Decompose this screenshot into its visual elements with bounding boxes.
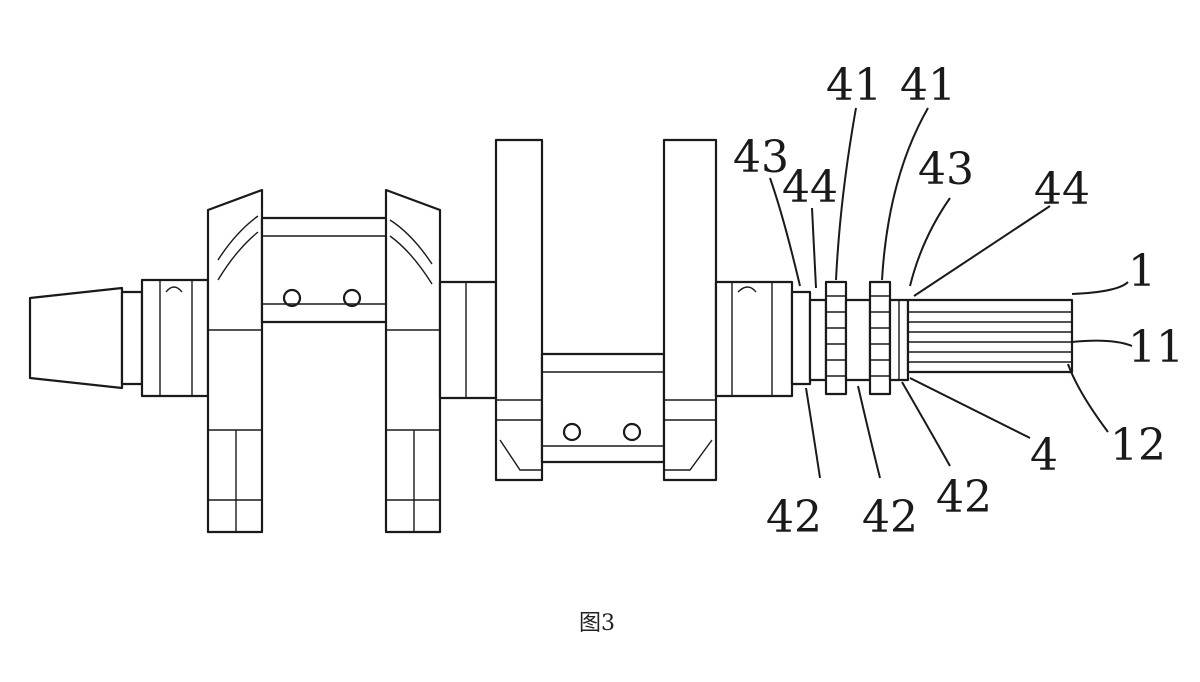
callout-42-left: 42 [766,492,822,543]
callout-41-left: 41 [826,60,882,111]
callout-12: 12 [1110,420,1166,471]
callout-42-middle: 42 [862,492,918,543]
callout-43-left: 43 [733,132,789,183]
crank-web-4 [662,138,718,482]
gear-41a [824,280,848,396]
callout-labels: 43 44 41 41 43 44 1 11 4 12 42 42 42 [733,60,1184,543]
figure-caption: 图3 [579,611,615,636]
oil-hole [562,422,582,442]
callout-41-right: 41 [900,60,956,111]
callout-1: 1 [1128,246,1156,297]
oil-hole [622,422,642,442]
oil-hole [282,288,302,308]
callout-44-left: 44 [782,162,838,213]
callout-44-right: 44 [1034,164,1090,215]
crank-pin-2 [540,352,666,464]
main-journal [438,280,498,400]
rear-journal [714,280,812,398]
callout-4: 4 [1030,430,1058,481]
crank-web-2 [384,188,442,534]
callout-11: 11 [1128,322,1184,373]
splined-shaft [906,298,1074,374]
crank-pin-1 [260,216,390,324]
gear-41b [868,280,892,396]
crankshaft-nose [28,278,210,398]
crank-web-3 [494,138,544,482]
callout-42-right: 42 [936,472,992,523]
crank-web-1 [206,188,264,534]
gear-assembly [808,280,910,396]
callout-43-right: 43 [918,144,974,195]
leader-lines [769,107,1133,479]
oil-hole [342,288,362,308]
